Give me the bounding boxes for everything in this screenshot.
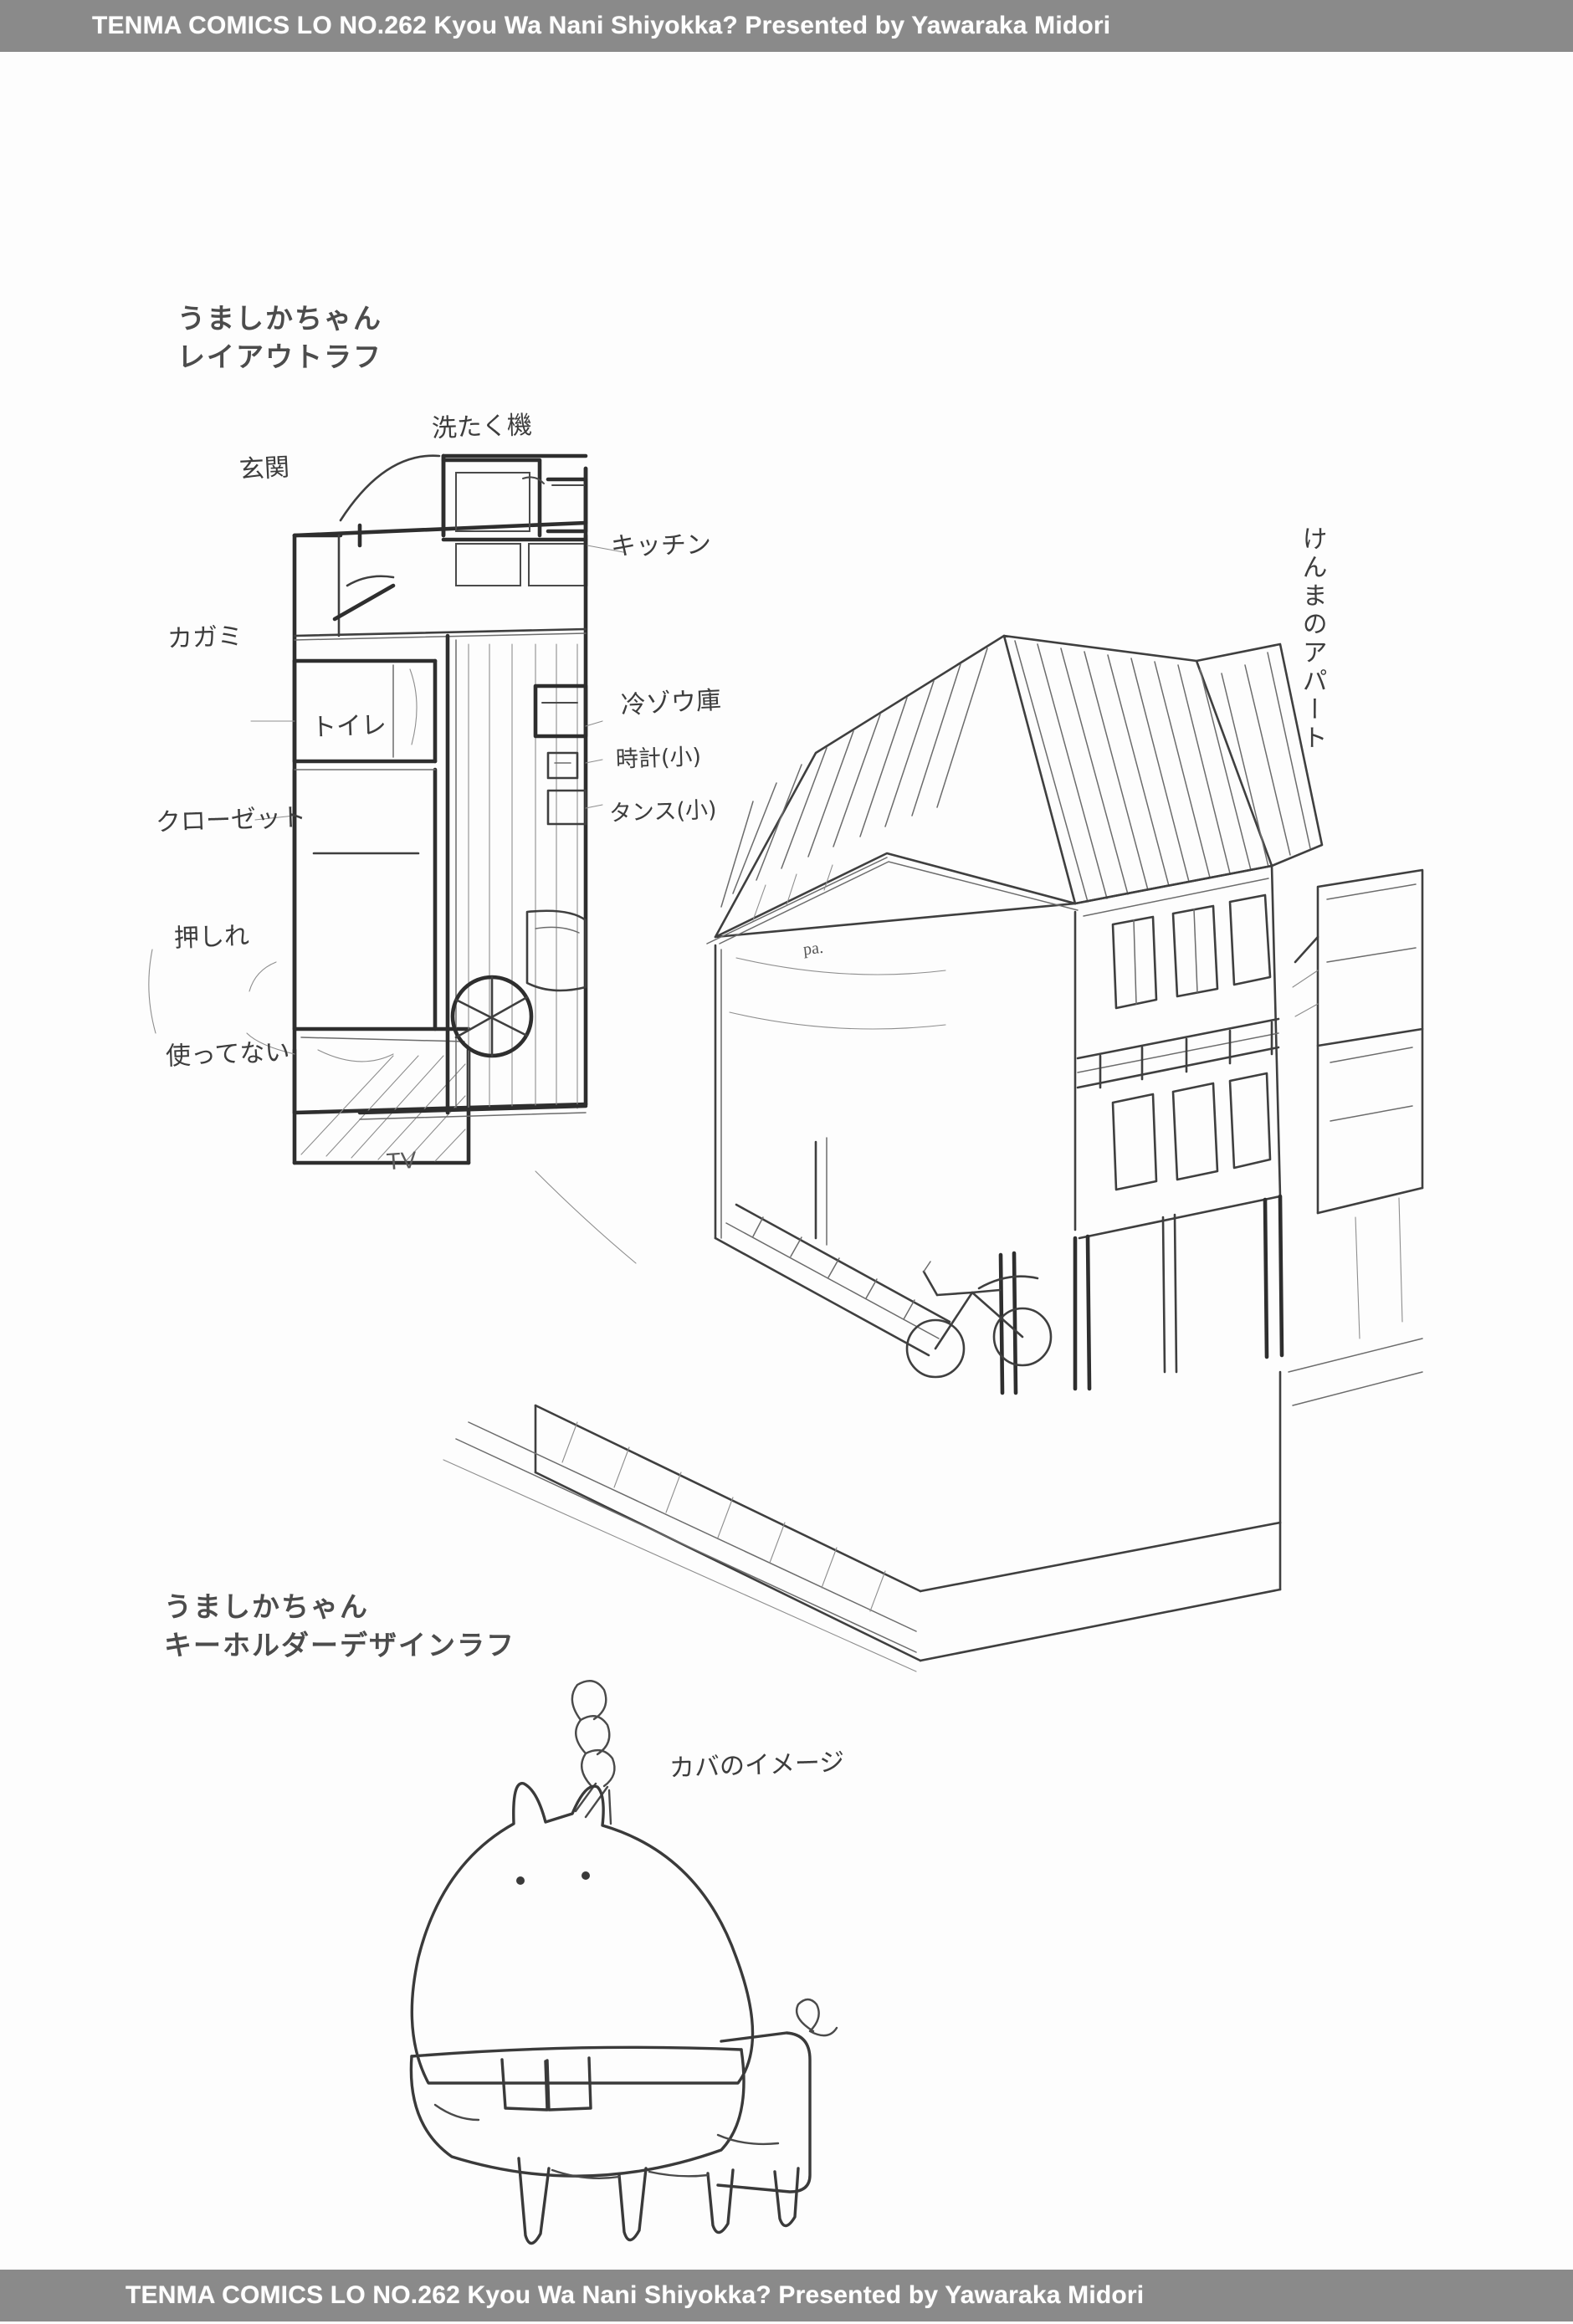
floor-plan-drawing — [246, 453, 637, 1264]
plan-label-toilet: トイレ — [310, 710, 387, 743]
top-banner-text: TENMA COMICS LO NO.262 Kyou Wa Nani Shiy… — [92, 12, 1111, 39]
plan-label-unused: 使ってない — [165, 1037, 291, 1072]
plan-label-mirror: カガミ — [167, 622, 243, 654]
plan-label-tv: TV — [385, 1146, 418, 1175]
floor-plan-leader-lines — [148, 545, 624, 1034]
apartment-building-drawing — [443, 634, 1424, 1672]
roof-note-pa: pa. — [802, 938, 824, 960]
bottom-watermark-banner: TENMA COMICS LO NO.262 Kyou Wa Nani Shiy… — [0, 2270, 1573, 2321]
plan-label-kitchen: キッチン — [610, 530, 712, 562]
plan-label-closet: クローゼット — [155, 802, 307, 838]
plan-label-genkan: 玄関 — [238, 453, 290, 485]
bicycle-sketch — [905, 1261, 1053, 1379]
plan-label-oshiire: 押しれ — [173, 921, 250, 954]
plan-label-washer: 洗たく機 — [431, 410, 533, 444]
keychain-rough-caption-line1: うましかちゃん — [164, 1590, 369, 1623]
plan-label-dresser-small: タンス(小) — [608, 796, 718, 827]
top-watermark-banner: TENMA COMICS LO NO.262 Kyou Wa Nani Shiy… — [0, 0, 1573, 52]
plan-label-refrigerator: 冷ゾウ庫 — [620, 685, 722, 721]
layout-rough-caption-line2: レイアウトラフ — [177, 340, 382, 373]
keychain-rough-caption-line2: キーホルダーデザインラフ — [164, 1629, 515, 1661]
layout-rough-caption-line1: うましかちゃん — [177, 302, 382, 335]
plan-label-clock-small: 時計(小) — [615, 744, 702, 773]
hippo-image-note: カバのイメージ — [669, 1748, 845, 1784]
building-vertical-label: けんまのアパート — [1297, 525, 1327, 753]
bottom-banner-text: TENMA COMICS LO NO.262 Kyou Wa Nani Shiy… — [126, 2281, 1145, 2309]
